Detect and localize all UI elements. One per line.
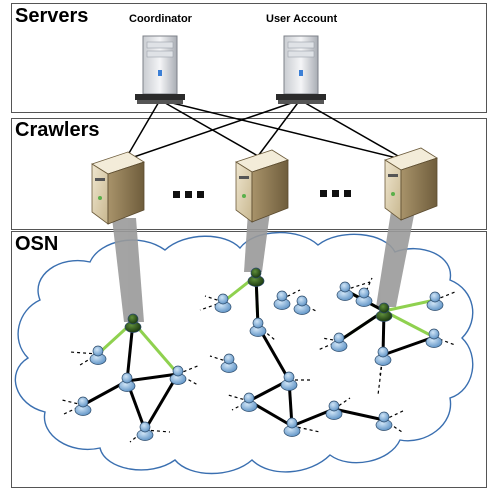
user-icon[interactable] (426, 291, 444, 311)
user-icon[interactable] (169, 365, 187, 385)
crawlers-panel-title: Crawlers (15, 119, 100, 141)
unseen-link (177, 364, 201, 375)
unseen-link (227, 394, 250, 402)
server-crawler-links (124, 99, 406, 161)
coordinator-label: Coordinator (129, 13, 192, 25)
servers-panel-title: Servers (15, 5, 89, 27)
seed-link (131, 321, 180, 375)
unseen-link (433, 336, 456, 346)
social-link (382, 335, 435, 357)
user-account-server[interactable] (276, 35, 326, 104)
crawler-machine[interactable] (91, 151, 145, 225)
social-link (333, 407, 385, 422)
user-account-label: User Account (266, 13, 338, 25)
user-icon[interactable] (220, 353, 238, 373)
seed-link (383, 309, 435, 339)
ellipsis-dot (320, 190, 327, 197)
unseen-link (383, 419, 403, 433)
user-icon[interactable] (375, 411, 393, 431)
unseen-link (383, 409, 406, 421)
unseen-link (199, 301, 224, 311)
user-icon[interactable] (283, 417, 301, 437)
user-icon[interactable] (249, 317, 267, 337)
ellipsis-dot (344, 190, 351, 197)
crawler-beam (376, 205, 416, 307)
social-link (126, 372, 179, 383)
ellipsis-dot (185, 191, 192, 198)
user-icon[interactable] (214, 293, 232, 313)
user-icon[interactable] (74, 396, 92, 416)
user-icon[interactable] (273, 290, 291, 310)
servers-panel (11, 3, 487, 113)
unseen-link (344, 281, 371, 291)
osn-panel-title: OSN (15, 233, 59, 255)
user-icon[interactable] (355, 287, 373, 307)
unseen-link (69, 351, 99, 355)
user-icon[interactable] (293, 295, 311, 315)
network-users (74, 267, 444, 441)
user-icon[interactable] (336, 281, 354, 301)
coordinator-server[interactable] (135, 35, 185, 104)
seed-user-icon[interactable] (375, 302, 393, 322)
crawler-ellipsis (173, 190, 351, 198)
user-icon[interactable] (330, 332, 348, 352)
crawlers (91, 147, 438, 225)
seed-user-icon[interactable] (247, 267, 265, 287)
unseen-link (144, 429, 171, 433)
user-icon[interactable] (240, 392, 258, 412)
user-icon[interactable] (118, 372, 136, 392)
user-icon[interactable] (374, 346, 392, 366)
user-icon[interactable] (325, 400, 343, 420)
seed-user-icon[interactable] (124, 313, 142, 333)
unseen-link (177, 373, 199, 386)
crawler-machine[interactable] (235, 149, 289, 223)
crawler-beam (112, 218, 144, 322)
seed-link (383, 298, 436, 313)
unseen-link (291, 425, 321, 433)
user-icon[interactable] (425, 328, 443, 348)
unseen-link (317, 340, 340, 351)
unseen-link (257, 325, 276, 341)
crawler-machine[interactable] (384, 147, 438, 221)
ellipsis-dot (197, 191, 204, 198)
user-icon[interactable] (89, 345, 107, 365)
ellipsis-dot (173, 191, 180, 198)
user-icon[interactable] (136, 421, 154, 441)
ellipsis-dot (332, 190, 339, 197)
crawler-beam (244, 212, 270, 272)
crawler-beams (112, 205, 416, 322)
user-icon[interactable] (280, 371, 298, 391)
